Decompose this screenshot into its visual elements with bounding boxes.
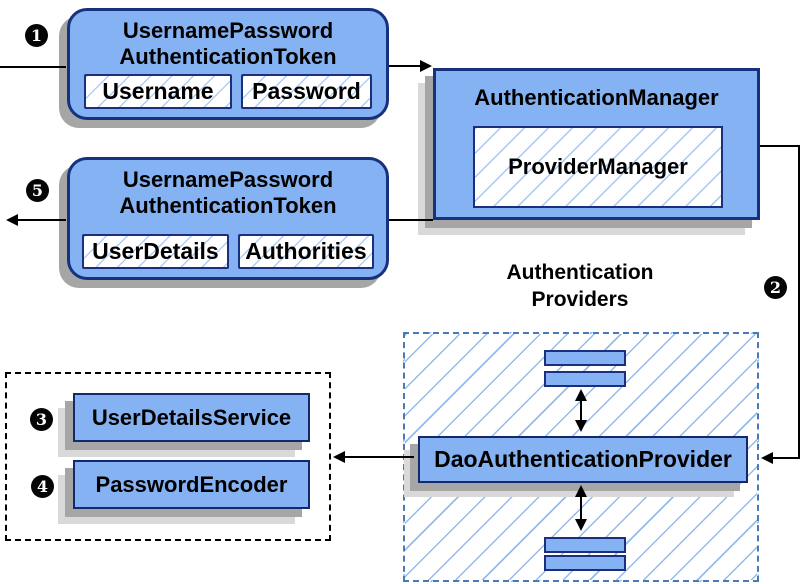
authorities-field-box: Authorities — [237, 234, 374, 269]
services-container: UserDetailsService PasswordEncoder — [5, 372, 331, 541]
arrowhead-left-icon — [761, 452, 773, 464]
user-details-field-box: UserDetails — [82, 234, 229, 269]
dao-authentication-provider-box: DaoAuthenticationProvider — [418, 436, 748, 483]
other-provider-bar — [544, 350, 626, 366]
username-password-token-response-box: UsernamePassword AuthenticationToken Use… — [67, 157, 389, 280]
password-encoder-box: PasswordEncoder — [73, 460, 310, 509]
username-field-box: Username — [84, 74, 232, 109]
token-response-fields: UserDetails Authorities — [82, 234, 374, 269]
authentication-providers-container: DaoAuthenticationProvider — [403, 332, 759, 582]
authentication-providers-heading: Authentication Providers — [506, 261, 654, 311]
manager-to-provider-line — [760, 145, 800, 459]
token-request-title: UsernamePassword AuthenticationToken — [119, 18, 337, 70]
step-4-badge: 4 — [31, 475, 54, 498]
provider-manager-box: ProviderManager — [473, 126, 723, 208]
other-provider-bar — [544, 555, 626, 571]
step-5-badge: 5 — [26, 179, 49, 202]
token-response-title: UsernamePassword AuthenticationToken — [119, 167, 337, 219]
authentication-manager-title: AuthenticationManager — [474, 85, 719, 110]
other-provider-bar — [544, 537, 626, 553]
other-provider-bar — [544, 371, 626, 387]
token-request-fields: Username Password — [82, 74, 374, 109]
step-3-badge: 3 — [30, 408, 53, 431]
authentication-manager-box: AuthenticationManager ProviderManager — [433, 68, 760, 220]
arrowhead-left-icon — [333, 451, 345, 463]
password-field-box: Password — [241, 74, 372, 109]
step-2-badge: 2 — [764, 276, 787, 299]
username-password-token-request-box: UsernamePassword AuthenticationToken Use… — [67, 8, 389, 120]
step-1-badge: 1 — [25, 24, 48, 47]
user-details-service-box: UserDetailsService — [73, 393, 310, 442]
arrowhead-right-icon — [420, 60, 432, 72]
arrowhead-left-icon — [6, 214, 18, 226]
